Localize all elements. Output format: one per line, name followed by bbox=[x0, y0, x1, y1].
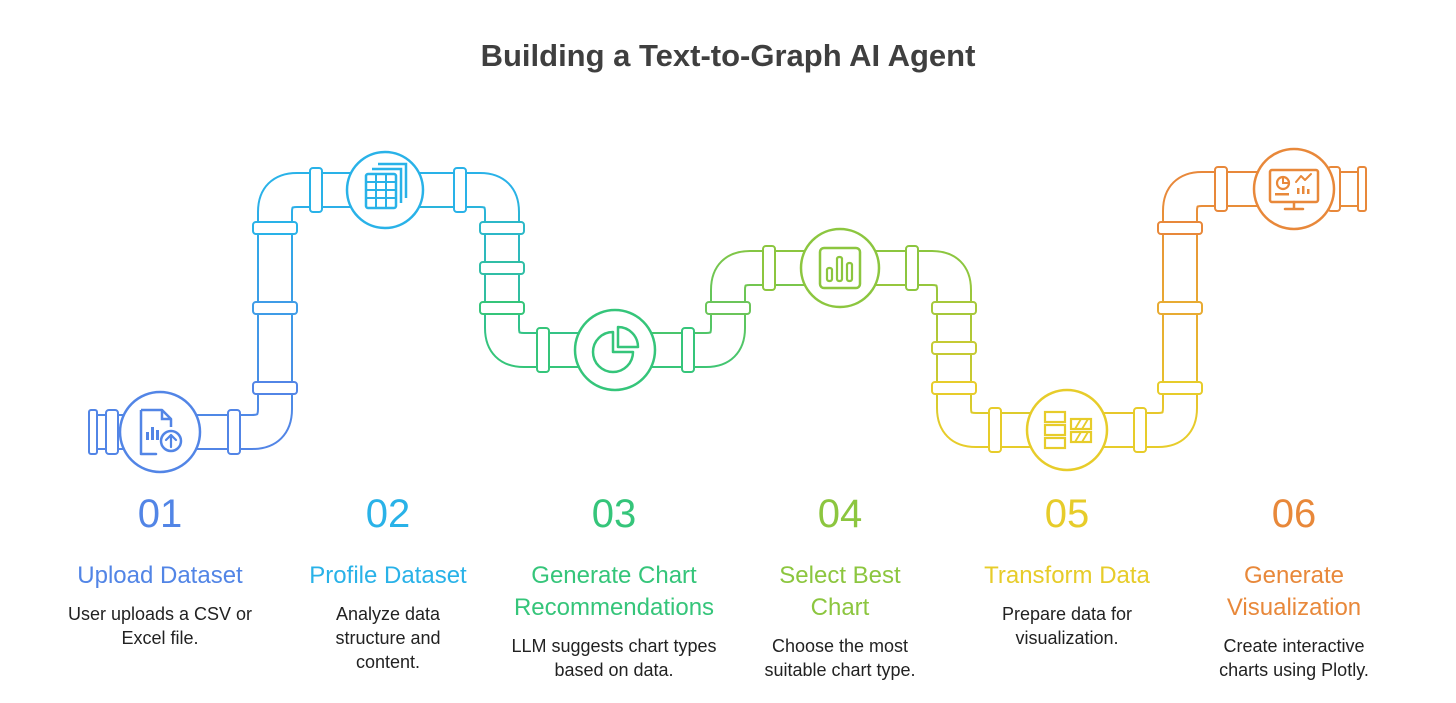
dashboard-monitor-icon bbox=[1252, 147, 1336, 231]
step-number: 06 bbox=[1271, 492, 1317, 536]
step-number: 02 bbox=[365, 492, 411, 536]
step-title: Select Best Chart bbox=[779, 562, 901, 621]
step-2: 02 Profile Dataset Analyze data structur… bbox=[263, 490, 513, 674]
step-title: Profile Dataset bbox=[309, 562, 467, 589]
pipe-end-cap-right bbox=[1357, 166, 1367, 212]
step-number: 01 bbox=[137, 492, 183, 536]
pipe-segment-5 bbox=[1067, 171, 1362, 448]
bar-chart-icon bbox=[799, 227, 881, 309]
step-5: 05 Transform Data Prepare data for visua… bbox=[942, 490, 1192, 650]
upload-file-icon bbox=[118, 390, 202, 474]
step-description: Prepare data for visualization. bbox=[1001, 604, 1133, 648]
step-description: User uploads a CSV or Excel file. bbox=[67, 604, 253, 648]
step-description: LLM suggests chart types based on data. bbox=[511, 636, 717, 680]
step-6: 06 Generate Visualization Create interac… bbox=[1169, 490, 1419, 682]
step-title: Transform Data bbox=[984, 562, 1150, 589]
page-title: Building a Text-to-Graph AI Agent bbox=[480, 38, 976, 73]
step-1: 01 Upload Dataset User uploads a CSV or … bbox=[35, 490, 285, 650]
step-title: Generate Visualization bbox=[1226, 562, 1362, 621]
step-number: 03 bbox=[591, 492, 637, 536]
transform-icon bbox=[1025, 388, 1109, 472]
step-number: 05 bbox=[1044, 492, 1090, 536]
pipe-segment-1 bbox=[95, 172, 385, 450]
step-title: Generate Chart Recommendations bbox=[513, 562, 715, 621]
step-description: Create interactive charts using Plotly. bbox=[1219, 636, 1369, 680]
table-icon bbox=[345, 150, 425, 230]
step-number: 04 bbox=[817, 492, 863, 536]
step-description: Choose the most suitable chart type. bbox=[764, 636, 916, 680]
step-title: Upload Dataset bbox=[77, 562, 243, 589]
pipeline-diagram bbox=[88, 147, 1367, 474]
step-4: 04 Select Best Chart Choose the most sui… bbox=[715, 490, 965, 682]
pie-chart-icon bbox=[573, 308, 657, 392]
step-3: 03 Generate Chart Recommendations LLM su… bbox=[489, 490, 739, 682]
step-description: Analyze data structure and content. bbox=[335, 604, 441, 672]
pipe-end-cap-left bbox=[88, 409, 98, 455]
